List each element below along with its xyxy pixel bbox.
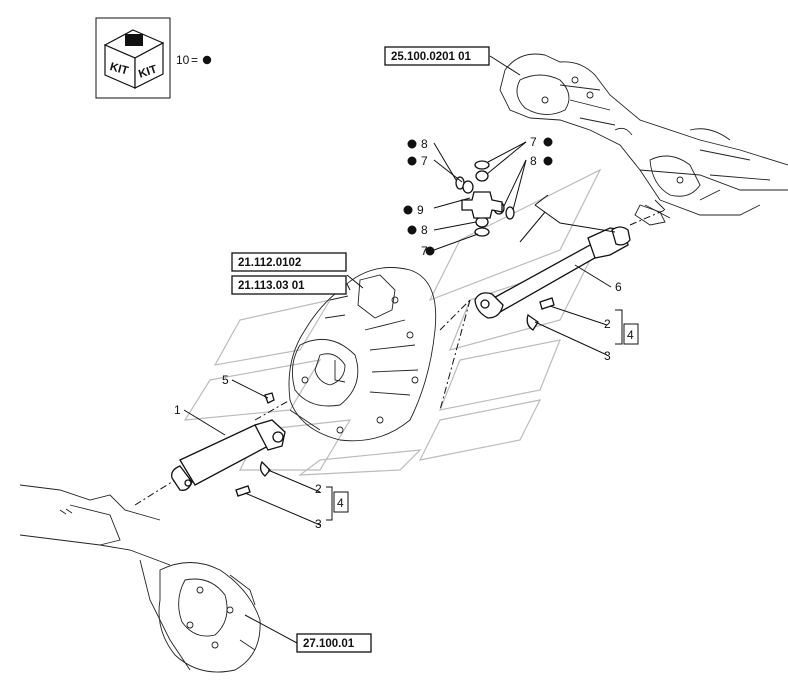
callout-7: 7 — [421, 154, 428, 168]
reference-gearbox-a-text: 21.112.0102 — [238, 257, 301, 269]
callout-8: 8 — [530, 154, 537, 168]
callout-8: 8 — [421, 223, 428, 237]
small-hardware — [235, 297, 555, 497]
callout-5: 5 — [222, 373, 229, 387]
reference-gearbox-b-text: 21.113.03 01 — [238, 280, 305, 292]
callout-2: 2 — [604, 317, 611, 331]
rear-propeller-shaft — [439, 209, 666, 411]
kit-text-left: KIT — [108, 61, 129, 77]
kit-marker-dot — [425, 246, 435, 256]
reference-gearbox-b: 21.113.03 01 — [231, 275, 347, 295]
callout-2: 2 — [315, 482, 322, 496]
callout-numbers: 8 7 9 8 7 7 8 6 5 1 2 3 2 3 — [174, 135, 622, 531]
callout-8: 8 — [421, 137, 428, 151]
front-propeller-shaft — [134, 399, 291, 506]
kit-legend-equals: = — [191, 53, 198, 67]
leader-lines — [183, 55, 623, 644]
universal-joint-kit — [455, 160, 515, 237]
callout-7: 7 — [421, 244, 428, 258]
kit-marker-dot — [543, 137, 553, 147]
rear-axle-sketch — [499, 53, 788, 226]
callout-4: 4 — [337, 496, 344, 510]
reference-rear-axle: 25.100.0201 01 — [384, 46, 490, 66]
kit-marker-dot — [403, 205, 413, 215]
kit-text-right: KIT — [137, 64, 158, 81]
kit-marker-dot — [407, 156, 417, 166]
kit-markers — [403, 137, 553, 256]
kit-box: KIT KIT — [95, 17, 171, 99]
kit-legend: 10 = — [176, 53, 212, 67]
reference-gearbox-a: 21.112.0102 — [231, 252, 347, 272]
callout-box-4-lower: 4 — [333, 491, 349, 513]
callout-4: 4 — [627, 328, 634, 342]
kit-legend-dot — [202, 55, 212, 65]
kit-marker-dot — [543, 156, 553, 166]
callout-1: 1 — [174, 403, 181, 417]
callout-3: 3 — [604, 349, 611, 363]
callout-7: 7 — [530, 135, 537, 149]
callout-6: 6 — [615, 280, 622, 294]
kit-legend-number: 10 — [176, 53, 190, 67]
reference-front-axle-text: 27.100.01 — [303, 638, 355, 650]
callout-box-4-upper: 4 — [623, 323, 639, 345]
callout-3: 3 — [315, 517, 322, 531]
reference-rear-axle-text: 25.100.0201 01 — [391, 51, 472, 63]
kit-marker-dot — [407, 225, 417, 235]
front-axle-sketch — [19, 484, 261, 673]
callout-9: 9 — [417, 203, 424, 217]
kit-marker-dot — [407, 139, 417, 149]
reference-front-axle: 27.100.01 — [296, 633, 372, 653]
gearbox-sketch — [288, 267, 437, 442]
